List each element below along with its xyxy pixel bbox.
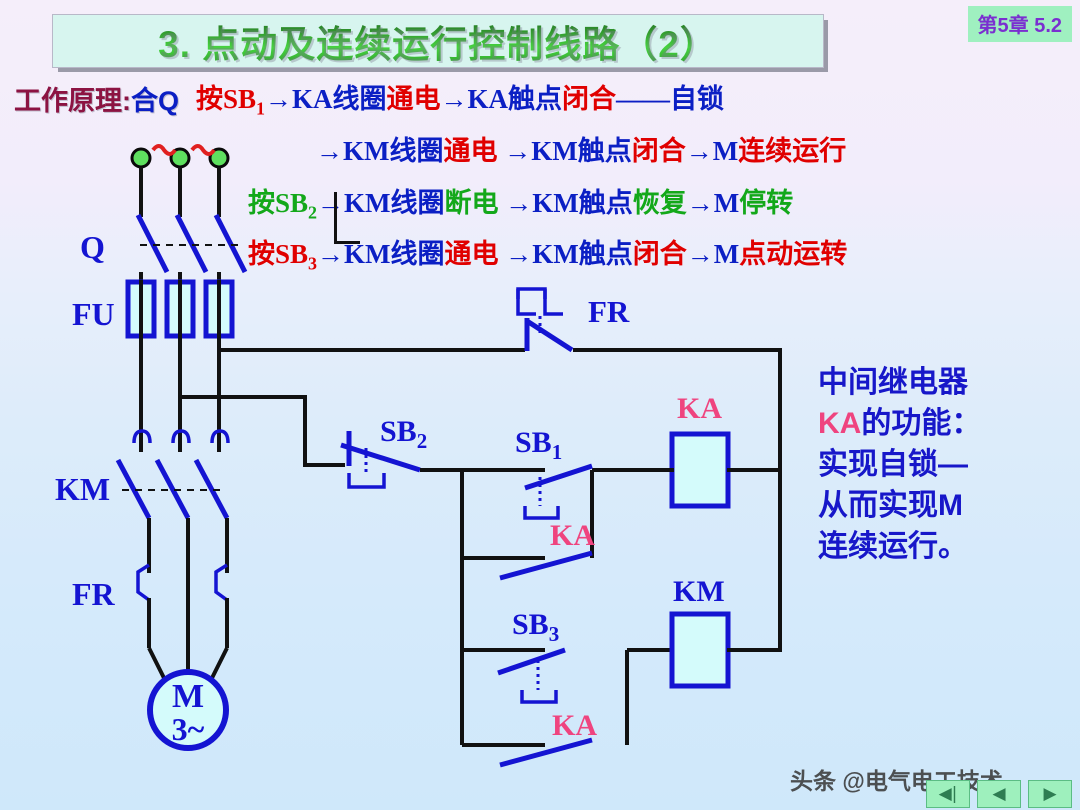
page-title: 3. 点动及连续运行控制线路（2） [158, 14, 718, 68]
principle-segment: →M [686, 239, 740, 269]
principle-segment: 1 [256, 98, 266, 119]
description-text: 实现自锁— [818, 448, 968, 481]
principle-segment: 断电 [444, 188, 499, 218]
working-principle-label: 工作原理:合Q [14, 86, 180, 116]
close-q-text: 合Q [131, 86, 180, 116]
description-text: 中间继电器 [818, 366, 968, 399]
disconnect-switch-label: Q [80, 229, 105, 265]
description-text: 连续运行。 [818, 530, 968, 563]
principle-segment: →KM线圈 [317, 239, 445, 269]
principle-segment: →KA线圈 [265, 84, 387, 114]
principle-segment: →KM触点 [497, 136, 632, 166]
relay-coil-KA: KA [668, 392, 780, 509]
fuse-label: FU [72, 296, 115, 332]
main-contactor-label: KM [55, 471, 110, 507]
relay-contact-label-1: KA [550, 519, 595, 552]
stop-button-label: SB2 [380, 415, 427, 453]
principle-segment: 连续运行 [738, 136, 847, 166]
description-line-5: 连续运行。 [818, 526, 1078, 567]
branch-connector-horizontal [334, 241, 360, 244]
control-supply-tap-left [180, 395, 345, 467]
km-to-fr-wires [147, 518, 229, 670]
ac-supply-terminals [130, 144, 230, 169]
description-line-1: 中间继电器 [818, 362, 1078, 403]
motor-label-phase: 3~ [172, 711, 205, 747]
principle-segment: 按SB [248, 239, 309, 269]
principle-segment: 3 [308, 253, 318, 274]
branch-connector-vertical [334, 192, 337, 244]
principle-segment: 按SB [248, 188, 309, 218]
next-page-button[interactable]: ▶ [1028, 780, 1072, 808]
principle-segment: 2 [308, 202, 318, 223]
disconnect-switch-Q[interactable]: Q [80, 213, 248, 274]
principle-segment: 闭合 [632, 239, 687, 269]
description-text: 的功能： [861, 407, 982, 440]
principle-segment: 点动运转 [739, 239, 848, 269]
motor-label-m: M [172, 678, 204, 715]
principle-segment: 闭合 [631, 136, 686, 166]
motor-symbol: M 3~ [147, 669, 229, 751]
principle-segment: 停转 [739, 188, 794, 218]
relay-coil-label: KA [677, 392, 722, 425]
main-contactor-KM[interactable]: KM [55, 429, 230, 520]
jog-button-SB3[interactable]: SB3 [497, 608, 566, 704]
principle-segment: 通电 [386, 84, 441, 114]
principle-segment: 恢复 [632, 188, 687, 218]
principle-segment: 闭合 [562, 84, 617, 114]
relay-contact-KA-selfhold[interactable]: KA [499, 519, 595, 581]
chapter-badge: 第5章 5.2 [967, 6, 1072, 42]
relay-contact-KA-jog[interactable]: KA [499, 709, 597, 768]
principle-segment: →M [686, 188, 740, 218]
principle-segment: ——自锁 [616, 84, 725, 114]
principle-segment: →M [685, 136, 739, 166]
contactor-coil-label: KM [673, 575, 725, 608]
principle-line-1: 按SB1→KA线圈通电→KA触点闭合——自锁 [196, 84, 725, 119]
previous-page-button[interactable]: ◀ [977, 780, 1021, 808]
principle-segment: →KM触点 [498, 239, 633, 269]
description-line-3: 实现自锁— [818, 444, 1078, 485]
start-button-label: SB1 [515, 426, 562, 464]
principle-segment: →KM线圈 [316, 136, 444, 166]
first-page-button[interactable]: ◀| [926, 780, 970, 808]
stop-button-SB2[interactable]: SB2 [340, 415, 462, 489]
overload-contact-FR-control[interactable]: FR [516, 287, 630, 353]
principle-line-2: →KM线圈通电 →KM触点闭合→M连续运行 [316, 138, 846, 165]
principle-segment: →KM线圈 [317, 188, 445, 218]
main-phase-wires [139, 336, 221, 452]
description-text: 从而实现M [818, 489, 963, 522]
principle-segment: →KM触点 [498, 188, 633, 218]
jog-button-label: SB3 [512, 608, 559, 646]
contactor-coil-KM: KM [669, 575, 780, 689]
description-line-4: 从而实现M [818, 485, 1078, 526]
overload-relay-FR-main: FR [72, 563, 229, 648]
fuse-group-FU: FU [72, 279, 235, 340]
description-line-2: KA的功能： [818, 403, 1078, 444]
navigation-buttons: ◀| ◀ ▶ [926, 780, 1072, 808]
jog-branch-rails [460, 558, 672, 747]
start-branch-rails [460, 468, 668, 560]
overload-relay-label: FR [72, 576, 116, 612]
description-panel: 中间继电器 KA的功能： 实现自锁— 从而实现M 连续运行。 [818, 362, 1078, 567]
overload-contact-label: FR [588, 294, 630, 329]
principle-line-3: 按SB2→KM线圈断电 →KM触点恢复→M停转 [248, 188, 794, 223]
principle-segment: 通电 [444, 239, 499, 269]
principle-segment: 通电 [443, 136, 498, 166]
principle-segment: →KA触点 [440, 84, 563, 114]
principle-segment: 按SB [196, 84, 257, 114]
supply-drop-wires [139, 167, 221, 217]
principle-line-4: 按SB3→KM线圈通电 →KM触点闭合→M点动运转 [248, 239, 848, 274]
title-banner: 3. 点动及连续运行控制线路（2） [52, 14, 824, 68]
description-ka-highlight: KA [818, 407, 862, 440]
relay-contact-label-2: KA [552, 709, 597, 742]
